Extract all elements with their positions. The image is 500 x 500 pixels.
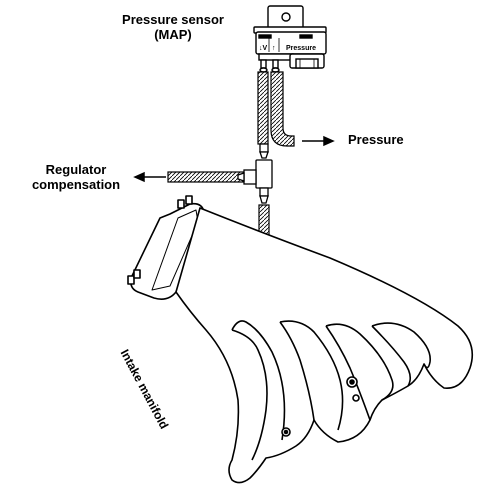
sensor-mark-left — [258, 34, 272, 39]
regulator-label-line2: compensation — [31, 177, 121, 192]
sensor-mark-right — [299, 34, 313, 39]
sensor-pressure-arrow: ↑ — [272, 45, 276, 52]
sensor-pressure-text: Pressure — [286, 45, 316, 52]
sensor-label-line2: (MAP) — [154, 27, 192, 42]
sensor-vacuum-mark: ↓V — [259, 45, 268, 52]
sensor-label: Pressure sensor (MAP) — [108, 12, 238, 42]
flange-stud-bottom — [127, 275, 135, 285]
manifold-boss-2 — [352, 394, 360, 402]
pressure-sensor — [253, 5, 327, 73]
intake-manifold — [127, 195, 474, 484]
pressure-arrow-head — [323, 135, 335, 147]
flange-stud-top — [177, 199, 185, 209]
runner-3 — [325, 323, 394, 401]
vacuum-nipple — [260, 59, 267, 69]
pressure-output-label: Pressure — [348, 132, 404, 147]
pressure-hose — [270, 71, 295, 147]
vacuum-hose-upper — [257, 71, 269, 145]
tee-side-port — [243, 169, 257, 185]
regulator-hose — [167, 171, 247, 183]
tee-body — [255, 159, 273, 189]
pressure-nipple — [272, 59, 279, 69]
sensor-label-line1: Pressure sensor — [122, 12, 224, 27]
regulator-label-line1: Regulator — [45, 162, 107, 177]
runner-1 — [231, 329, 268, 461]
runner-2 — [279, 320, 344, 431]
regulator-arrow-head — [133, 171, 145, 183]
sensor-connector-plug — [295, 58, 319, 69]
runner-4 — [371, 322, 431, 369]
sensor-mount-hole — [281, 12, 291, 22]
sensor-base — [258, 53, 294, 61]
regulator-label: Regulator compensation — [30, 162, 122, 192]
arrows — [133, 135, 335, 183]
